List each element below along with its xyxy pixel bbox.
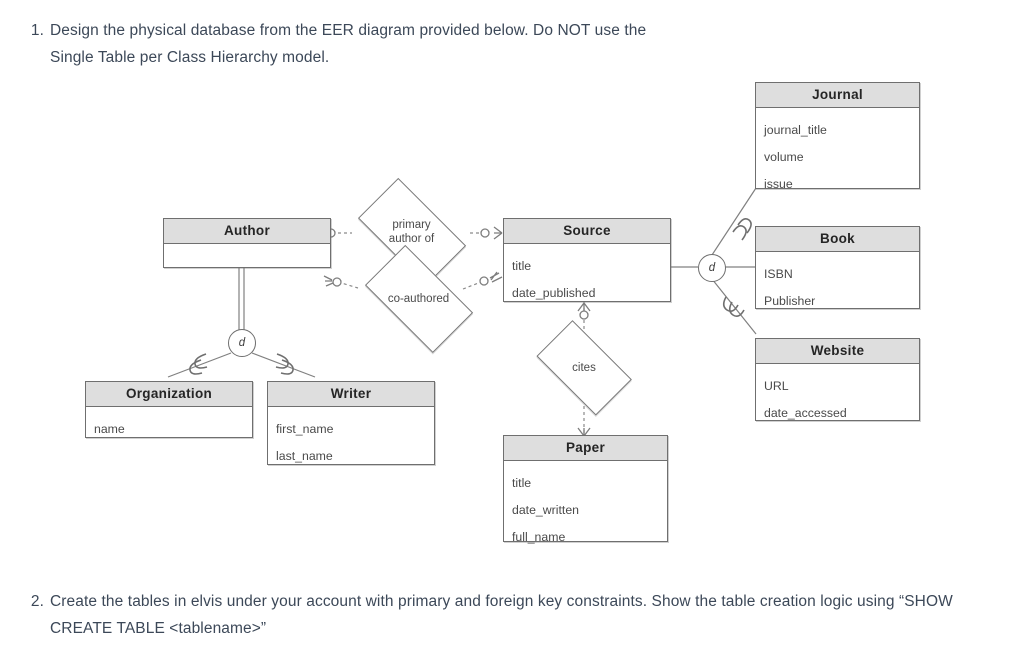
marker-source-primary-crowsfoot	[493, 226, 503, 240]
relationship-label: co-authored	[387, 293, 450, 305]
attribute: issue	[764, 177, 793, 191]
eer-diagram: primary author of <--> Source ===== --> …	[0, 70, 1024, 570]
entity-title: Journal	[756, 83, 919, 108]
attribute: last_name	[276, 449, 333, 463]
entity-attributes: ISBN Publisher	[756, 252, 919, 323]
attribute: journal_title	[764, 123, 827, 137]
entity-website: Website URL date_accessed	[755, 338, 920, 421]
entity-organization: Organization name	[85, 381, 253, 438]
entity-title: Writer	[268, 382, 434, 407]
attribute: title	[512, 259, 532, 273]
question-2-number: 2.	[30, 593, 44, 610]
attribute: first_name	[276, 422, 334, 436]
relationship-label: primary author of	[388, 219, 435, 245]
specialization-circle-source: d	[698, 254, 726, 282]
attribute: full_name	[512, 530, 566, 544]
relationship-label: cites	[572, 362, 596, 374]
marker-source-primary-circle	[480, 228, 490, 238]
question-2-text: Create the tables in elvis under your ac…	[50, 593, 953, 637]
attribute: title	[512, 476, 532, 490]
entity-attributes: title date_published	[504, 244, 670, 315]
question-1-text: Design the physical database from the EE…	[50, 22, 647, 66]
entity-writer: Writer first_name last_name	[267, 381, 435, 465]
relationship-primary-author-of: primary author of	[345, 177, 478, 287]
question-2: 2. Create the tables in elvis under your…	[24, 588, 1009, 642]
question-1-number: 1.	[30, 22, 44, 39]
entity-attributes: name	[86, 407, 252, 451]
entity-journal: Journal journal_title volume issue	[755, 82, 920, 191]
entity-attributes: URL date_accessed	[756, 364, 919, 435]
subset-arc-writer	[275, 353, 289, 369]
entity-author: Author	[163, 218, 331, 268]
marker-author-coauthored-crowsfoot	[323, 275, 334, 287]
entity-book: Book ISBN Publisher	[755, 226, 920, 309]
subset-arc-journal	[732, 225, 747, 241]
attribute: Publisher	[764, 294, 816, 308]
line-d-to-website	[711, 278, 757, 335]
entity-paper: Paper title date_written full_name	[503, 435, 668, 544]
diagram-connectors: primary author of <--> Source ===== --> …	[167, 187, 757, 437]
entity-title: Source	[504, 219, 670, 244]
subset-arc-organization	[194, 353, 208, 369]
entity-title: Paper	[504, 436, 667, 461]
marker-cites-source-circle	[579, 310, 589, 320]
subset-arc-website	[722, 296, 739, 312]
relationship-co-authored: co-authored	[352, 244, 485, 354]
attribute: name	[94, 422, 125, 436]
line-d-to-writer	[251, 352, 316, 378]
attribute: ISBN	[764, 267, 793, 281]
line-d-to-journal	[711, 187, 757, 256]
line-d-to-organization	[167, 352, 232, 378]
attribute: URL	[764, 379, 789, 393]
entity-attributes: journal_title volume issue	[756, 108, 919, 206]
attribute: date_accessed	[764, 406, 847, 420]
entity-title: Website	[756, 339, 919, 364]
question-1: 1. Design the physical database from the…	[24, 17, 664, 71]
marker-cites-paper-crowsfoot	[577, 427, 591, 437]
entity-attributes: first_name last_name	[268, 407, 434, 478]
entity-title: Author	[164, 219, 330, 244]
marker-source-coauthored-circle	[479, 276, 489, 286]
entity-title: Book	[756, 227, 919, 252]
attribute: volume	[764, 150, 804, 164]
marker-source-coauthored-crowsfoot	[489, 271, 503, 283]
entity-source: Source title date_published	[503, 218, 671, 302]
attribute: date_written	[512, 503, 579, 517]
marker-cites-source-crowsfoot	[577, 302, 591, 312]
entity-attributes: title date_written full_name	[504, 461, 667, 559]
attribute: date_published	[512, 286, 596, 300]
relationship-cites: cites	[526, 320, 642, 416]
specialization-circle-author: d	[228, 329, 256, 357]
entity-title: Organization	[86, 382, 252, 407]
marker-author-coauthored-circle	[332, 277, 342, 287]
